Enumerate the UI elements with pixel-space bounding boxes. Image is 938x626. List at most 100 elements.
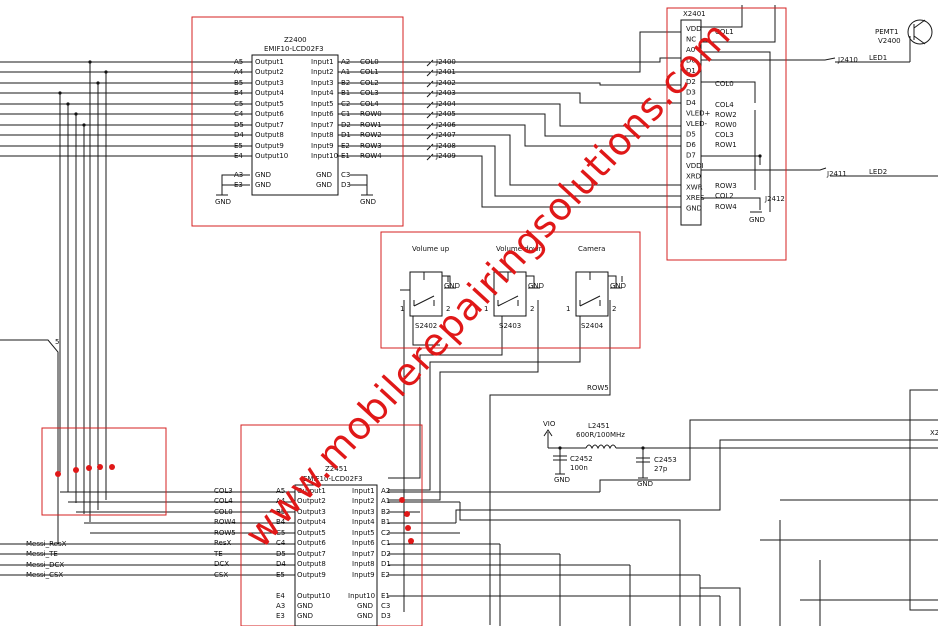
x2401-highlight-box [666, 7, 787, 261]
button-gnd-label: GND [444, 282, 460, 290]
z2451-output-label: Output6 [297, 539, 326, 547]
z2451-left-pin: A4 [276, 497, 286, 505]
z2400-highlight-box [191, 16, 404, 227]
z2451-right-pin: B2 [381, 508, 390, 516]
z2451-gnd-label-4: GND [357, 612, 373, 620]
x2401-pin: VLED+ [686, 109, 711, 117]
z2400-gnd-label-3: GND [316, 171, 332, 179]
z2400-right-pin: E2 [341, 142, 350, 150]
x2401-body [680, 19, 702, 226]
x2401-net-row3: ROW3 [715, 182, 737, 190]
z2400-left-pin: D4 [234, 131, 244, 139]
z2400-left-pin: E5 [234, 142, 243, 150]
button-pin-2: 2 [612, 305, 616, 313]
x2401-pin: D0 [686, 57, 696, 65]
jumper-mark [426, 143, 434, 151]
jumper-mark [426, 153, 434, 161]
z2451-input-label: Input9 [352, 571, 375, 579]
z2400-input-label: Input2 [311, 68, 334, 76]
x2401-pin: D2 [686, 78, 696, 86]
z2451-pin-e1: E1 [381, 592, 390, 600]
z2400-net-label: ROW4 [360, 152, 382, 160]
z2400-input-label: Input6 [311, 110, 334, 118]
row5-label: ROW5 [587, 384, 609, 392]
messi-resx: Messi_ResX [26, 540, 67, 548]
vio-filter: VIO L2451 600R/100MHz C2452 100n GND C24… [543, 420, 677, 488]
z2400-gnd-symbol-left: GND [215, 198, 231, 206]
x2401-net-row4: ROW4 [715, 203, 737, 211]
solder-mark [408, 538, 414, 544]
z2451-left-pin: C5 [276, 529, 285, 537]
z2400-gnd-label-4: GND [316, 181, 332, 189]
z2451-gnd-pin-d3: D3 [381, 612, 391, 620]
z2451-gnd-pin-a3: A3 [276, 602, 285, 610]
z2451-ref: Z2451 [325, 465, 348, 473]
transistor-sub: V2400 [878, 37, 901, 45]
z2400-output-label: Output1 [255, 58, 284, 66]
z2400-input-label: Input1 [311, 58, 334, 66]
solder-mark [404, 511, 410, 517]
cap1-gnd: GND [554, 476, 570, 484]
x2401-pin: D3 [686, 88, 696, 96]
x2401-net-col3: COL3 [715, 131, 734, 139]
z2400-right-pin: C2 [341, 100, 350, 108]
button-frame [409, 271, 443, 317]
z2451-output-label: Output3 [297, 508, 326, 516]
solder-mark [109, 464, 115, 470]
led2-label: LED2 [869, 168, 887, 176]
wiring [0, 5, 938, 626]
edge-ref-label: X2 [930, 429, 938, 437]
button-pin-1: 1 [566, 305, 570, 313]
cap2-value: 27p [654, 465, 668, 473]
z2400-output-label: Output9 [255, 142, 284, 150]
z2400-net-label: ROW0 [360, 110, 382, 118]
button-ref: S2403 [499, 322, 521, 330]
z2451-input-label: Input1 [352, 487, 375, 495]
inductor-value: 600R/100MHz [576, 431, 625, 439]
z2400-jumper-label: J2409 [435, 152, 456, 160]
z2451-left-net: COL0 [214, 508, 233, 516]
z2451-left-pin: C4 [276, 539, 286, 547]
button-title: Camera [578, 245, 605, 253]
cap2-gnd: GND [637, 480, 653, 488]
z2400-gnd-symbol-right: GND [360, 198, 376, 206]
z2400-jumper-label: J2402 [435, 79, 456, 87]
z2400-output-label: Output2 [255, 68, 284, 76]
z2451-gnd-label-2: GND [297, 612, 313, 620]
cap1-ref: C2452 [570, 455, 593, 463]
led1-label: LED1 [869, 54, 887, 62]
button-gnd-wire [442, 275, 451, 288]
z2400-net-label: ROW3 [360, 142, 382, 150]
z2400-output-label: Output10 [255, 152, 288, 160]
z2451-output-label: Output5 [297, 529, 326, 537]
z2451-input-label: Input8 [352, 560, 375, 568]
button-ref: S2402 [415, 322, 437, 330]
z2451-input-label: Input7 [352, 550, 375, 558]
button-title: Volume down [496, 245, 543, 253]
solder-mark [97, 464, 103, 470]
z2400-left-pin: A5 [234, 58, 243, 66]
button-gnd-wire [608, 275, 617, 288]
z2400-input-label: Input7 [311, 121, 334, 129]
button-pin-1: 1 [400, 305, 404, 313]
z2400-input-label: Input3 [311, 79, 334, 87]
solder-marks-right [399, 497, 414, 544]
jumper-j2410: J2410 [837, 56, 858, 64]
z2451-left-pin: A5 [276, 487, 285, 495]
z2400-output-label: Output7 [255, 121, 284, 129]
z2451-body [294, 484, 378, 626]
z2451-right-pin: A2 [381, 487, 390, 495]
z2400-output-label: Output3 [255, 79, 284, 87]
button-pin-2: 2 [446, 305, 450, 313]
z2451-output-label: Output2 [297, 497, 326, 505]
messi-dcx: Messi_DCX [26, 561, 64, 569]
x2401-pin: GND [686, 204, 702, 212]
x2401-pin: VDD [686, 25, 702, 33]
x2401-pin: D6 [686, 141, 696, 149]
z2451-left-net: CSX [214, 571, 228, 579]
bus-highlight-box [41, 427, 167, 516]
jumper-j2412: J2412 [764, 195, 785, 203]
jumper-mark [426, 111, 434, 119]
